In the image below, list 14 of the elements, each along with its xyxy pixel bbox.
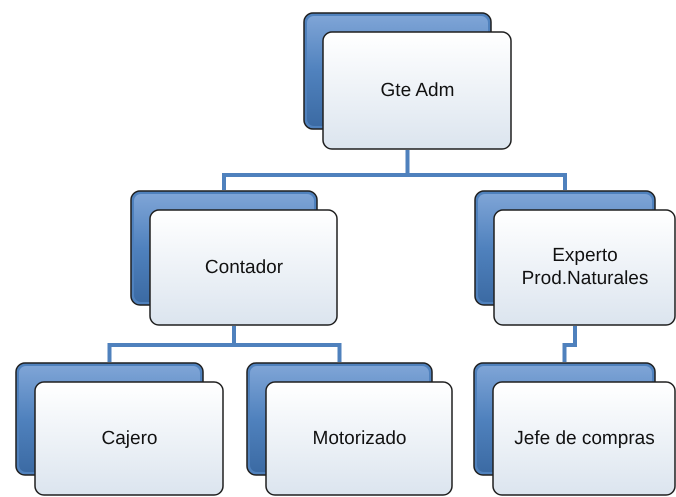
connector-line [562, 326, 577, 362]
node-label: Cajero [102, 428, 158, 450]
org-chart-box [303, 12, 512, 150]
org-chart-box [15, 362, 224, 496]
connector-line [406, 150, 567, 190]
node-label: Gte Adm [380, 80, 454, 102]
org-chart-box [473, 362, 676, 496]
org-chart-box [246, 362, 453, 496]
org-chart-box [130, 190, 338, 326]
node-label: Jefe de compras [514, 428, 655, 450]
org-chart-box [474, 190, 676, 326]
node-label: Experto Prod.Naturales [520, 245, 650, 291]
node-label: Contador [204, 256, 284, 280]
node-label: Motorizado [312, 428, 406, 450]
